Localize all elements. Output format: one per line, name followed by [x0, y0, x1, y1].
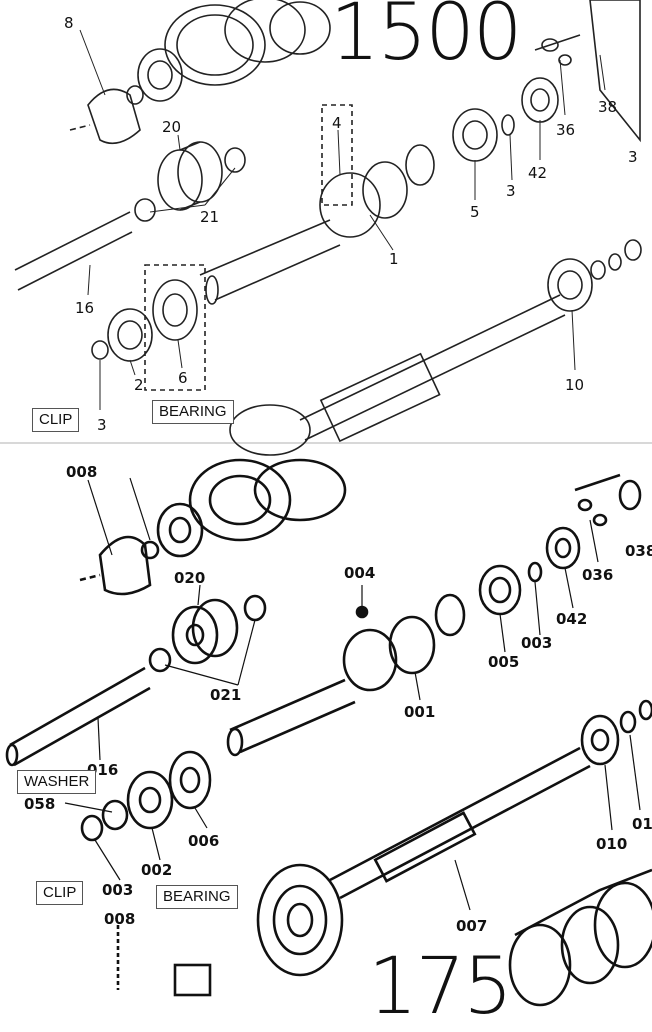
bottom-washer-058: [101, 799, 129, 831]
part-number: 5: [470, 203, 480, 221]
part-number: 058: [24, 795, 55, 813]
bottom-bearing-005: [478, 564, 522, 616]
top-drawing: [14, 0, 642, 456]
top-cap-8: [87, 88, 141, 145]
part-number: 006: [188, 832, 219, 850]
top-clip-3: [91, 340, 109, 360]
part-number: 6: [178, 369, 188, 387]
part-number: 20: [162, 118, 181, 136]
bottom-bearing-008b: [156, 502, 204, 558]
model-label-bottom: 175: [368, 942, 513, 1032]
part-number: 001: [404, 703, 435, 721]
part-number: 038: [625, 542, 652, 560]
callout-clip-bottom: CLIP: [36, 881, 84, 905]
part-number: 2: [134, 376, 144, 394]
model-label-top: 1500: [330, 0, 523, 78]
bottom-leaders: [64, 477, 641, 911]
part-number: 042: [556, 610, 587, 628]
part-number: 008: [66, 463, 97, 481]
callout-clip-top: CLIP: [32, 408, 80, 432]
bottom-bearing-010: [580, 714, 620, 766]
top-seal-42: [521, 77, 559, 123]
part-number: 10: [565, 376, 584, 394]
callout-bearing-bottom: BEARING: [156, 885, 238, 909]
part-number: 1: [389, 250, 399, 268]
bottom-bearing-002: [126, 770, 174, 830]
top-bearing-5: [452, 108, 498, 162]
bottom-clip-003: [80, 814, 104, 842]
part-number: 003: [102, 881, 133, 899]
top-bearing-10: [547, 258, 593, 312]
part-number: 8: [64, 14, 74, 32]
top-gear-large: [164, 4, 266, 86]
callout-washer: WASHER: [17, 770, 97, 794]
bottom-gear-008: [256, 863, 344, 977]
bottom-part-numbers: 008 020 021 016 058 003 002 006 004 001 …: [24, 463, 652, 935]
part-number: 42: [528, 164, 547, 182]
part-number: 4: [332, 114, 342, 132]
callout-bearing-top: BEARING: [152, 400, 234, 424]
part-number: 005: [488, 653, 519, 671]
bottom-gear-006: [168, 750, 212, 810]
top-leaders: [79, 29, 606, 410]
part-number: 21: [200, 208, 219, 226]
part-number: 38: [598, 98, 617, 116]
bottom-gear-large: [188, 458, 292, 542]
part-number: 3: [628, 148, 638, 166]
part-number: 3: [506, 182, 516, 200]
top-bearing-8b: [137, 48, 183, 102]
top-gear-6: [152, 279, 198, 341]
part-number: 3: [97, 416, 107, 434]
bottom-drawing: [5, 458, 652, 1007]
bottom-seal-042: [545, 526, 581, 570]
part-number: 16: [75, 299, 94, 317]
part-number: 020: [174, 569, 205, 587]
part-number: 36: [556, 121, 575, 139]
top-gear-1: [319, 172, 381, 238]
part-number: 004: [344, 564, 375, 582]
part-number: 008: [104, 910, 135, 928]
part-number: 021: [210, 686, 241, 704]
bottom-gear-001: [342, 628, 398, 692]
top-part-numbers: 8 20 21 16 2 3 6 4 1 5 3 42 36 38 3 10: [64, 14, 638, 434]
bottom-cap-008: [98, 535, 152, 596]
part-number: 01: [632, 815, 652, 833]
part-number: 002: [141, 861, 172, 879]
part-number: 003: [521, 634, 552, 652]
bottom-gear-020: [171, 605, 219, 665]
part-number: 036: [582, 566, 613, 584]
part-number: 007: [456, 917, 487, 935]
part-number: 010: [596, 835, 627, 853]
